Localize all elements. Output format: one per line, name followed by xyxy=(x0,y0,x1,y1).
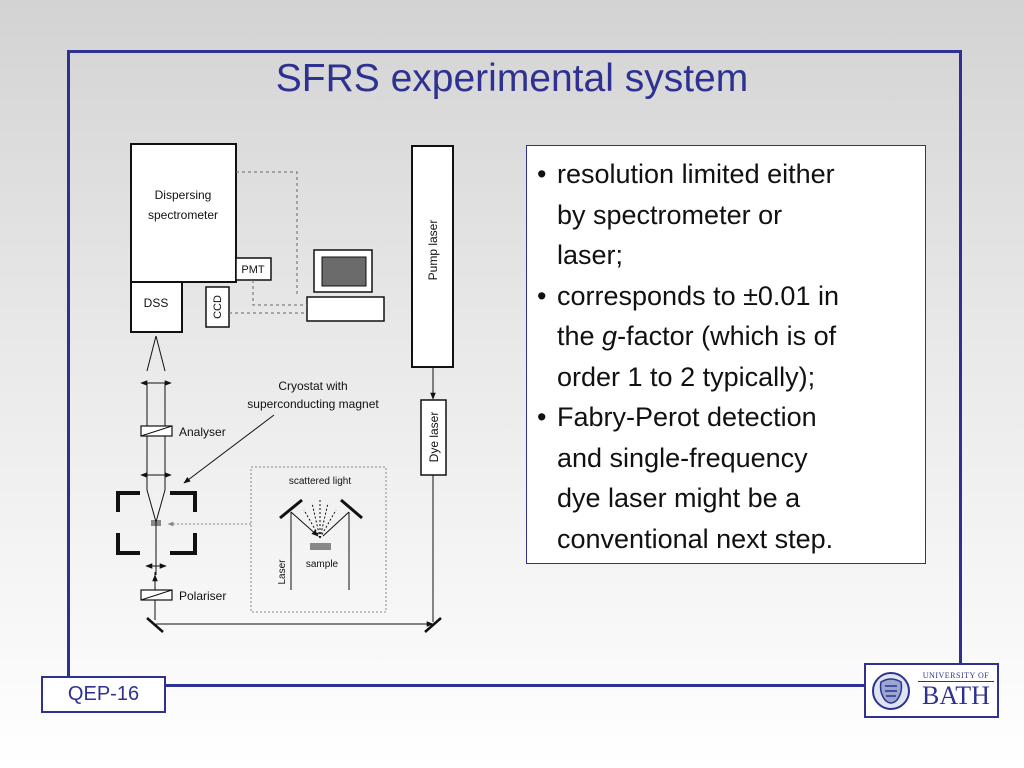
scattering-inset: scattered light sample Laser xyxy=(167,466,387,613)
polariser: Polariser xyxy=(140,589,226,603)
logo-university-of: UNIVERSITY OF xyxy=(922,671,990,680)
bullet-item: • corresponds to ±0.01 in the g-factor (… xyxy=(537,276,917,398)
dss-box: DSS xyxy=(130,281,183,333)
cryostat xyxy=(116,491,197,555)
laser-label: Laser xyxy=(277,559,288,585)
collection-beam xyxy=(146,335,166,575)
bullet-dot-icon: • xyxy=(537,280,547,311)
dye-laser: Dye laser xyxy=(420,399,447,476)
logo-rule xyxy=(918,681,994,682)
university-logo: UNIVERSITY OF BATH xyxy=(864,663,999,718)
dss-label: DSS xyxy=(144,296,169,310)
cryostat-label-1: Cryostat with xyxy=(278,379,347,393)
data-cables xyxy=(229,171,307,314)
computer-icon xyxy=(306,249,385,322)
bullet-item: • Fabry-Perot detection and single-frequ… xyxy=(537,397,917,559)
slide-frame xyxy=(67,50,962,687)
sample-icon xyxy=(310,543,331,550)
bullet-list-box: • resolution limited either by spectrome… xyxy=(526,145,926,564)
spectrometer-label-1: Dispersing xyxy=(155,188,212,202)
bullet-dot-icon: • xyxy=(537,159,547,189)
ccd-label: CCD xyxy=(212,295,224,319)
pmt-label: PMT xyxy=(241,264,265,276)
slide-code-badge: QEP-16 xyxy=(41,676,166,713)
pump-laser-label: Pump laser xyxy=(426,220,440,281)
slide-title: SFRS experimental system xyxy=(275,57,749,100)
mirror-left xyxy=(146,617,164,633)
cryostat-label-2: superconducting magnet xyxy=(247,397,379,411)
cryostat-callout: Cryostat with superconducting magnet xyxy=(183,379,379,484)
analyser: Analyser xyxy=(140,425,226,439)
polariser-label: Polariser xyxy=(179,589,226,603)
ccd-box: CCD xyxy=(205,286,230,328)
logo-bath: BATH xyxy=(922,681,990,710)
spectrometer: Dispersing spectrometer xyxy=(130,143,237,283)
pmt-box: PMT xyxy=(235,257,272,281)
spectrometer-label-2: spectrometer xyxy=(148,208,218,222)
mirror-right xyxy=(424,617,442,633)
university-crest-icon xyxy=(872,672,910,710)
pump-laser: Pump laser xyxy=(411,145,454,368)
bullet-dot-icon: • xyxy=(537,402,547,432)
scattered-light-label: scattered light xyxy=(289,476,351,487)
dye-laser-label: Dye laser xyxy=(427,412,441,463)
analyser-label: Analyser xyxy=(179,425,226,439)
bullet-item: • resolution limited either by spectrome… xyxy=(537,154,917,276)
sample-label: sample xyxy=(306,559,339,570)
